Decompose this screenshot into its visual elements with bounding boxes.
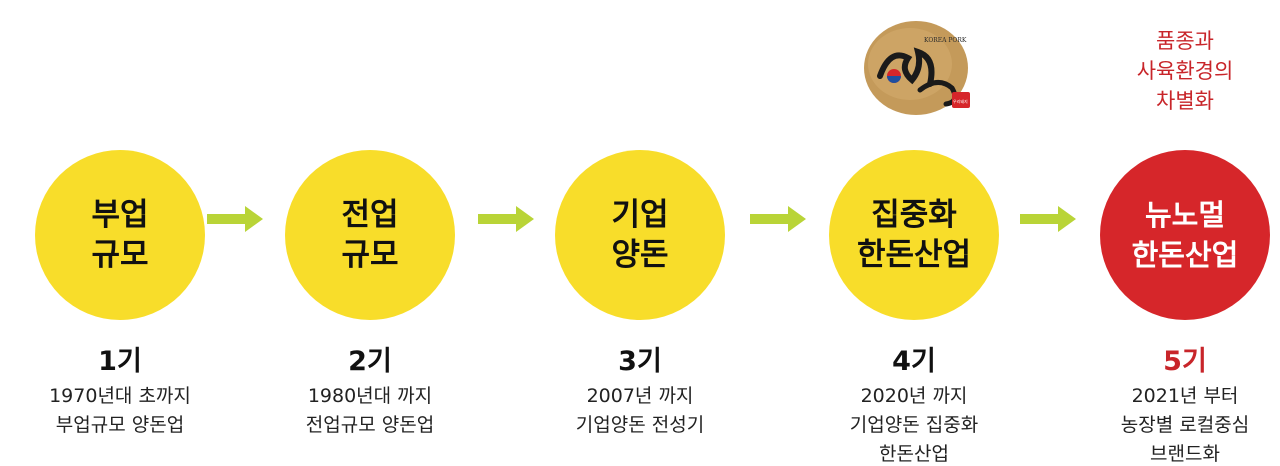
circle-label: 양돈 — [611, 237, 669, 273]
arrow-right-icon — [478, 206, 534, 232]
arrow-right-icon — [207, 206, 263, 232]
note-line: 사육환경의 — [1136, 59, 1234, 83]
step-circle: 집중화 한돈산업 — [829, 150, 999, 320]
generation-label: 3기 — [618, 346, 662, 377]
note-line: 차별화 — [1156, 89, 1214, 113]
desc-line: 2007년 까지 — [586, 385, 694, 407]
step-description: 2007년 까지 기업양돈 전성기 — [576, 382, 704, 440]
step-4: 집중화 한돈산업 4기 2020년 까지 기업양돈 집중화 한돈산업 — [814, 150, 1014, 466]
step-circle: 전업 규모 — [285, 150, 455, 320]
step-description: 1980년대 까지 전업규모 양돈업 — [306, 382, 434, 440]
circle-label: 집중화 — [871, 197, 957, 233]
step-circle: 부업 규모 — [35, 150, 205, 320]
circle-label: 규모 — [341, 237, 399, 273]
circle-label: 기업 — [611, 197, 669, 233]
desc-line: 2020년 까지 — [860, 385, 968, 407]
circle-label: 한돈산업 — [1131, 238, 1239, 272]
generation-label: 5기 — [1163, 346, 1207, 377]
desc-line: 기업양돈 전성기 — [575, 414, 705, 436]
differentiation-note: 품종과 사육환경의 차별화 — [1110, 26, 1260, 116]
desc-line: 1970년대 초까지 — [49, 385, 191, 407]
desc-line: 한돈산업 — [879, 443, 949, 465]
desc-line: 브랜드화 — [1150, 443, 1220, 465]
step-3: 기업 양돈 3기 2007년 까지 기업양돈 전성기 — [540, 150, 740, 440]
desc-line: 부업규모 양돈업 — [55, 414, 185, 436]
step-5: 뉴노멀 한돈산업 5기 2021년 부터 농장별 로컬중심 브랜드화 — [1085, 150, 1280, 466]
circle-label: 규모 — [91, 237, 149, 273]
desc-line: 2021년 부터 — [1131, 385, 1239, 407]
logo-en-text: KOREA PORK — [924, 37, 967, 44]
step-description: 1970년대 초까지 부업규모 양돈업 — [49, 382, 191, 440]
desc-line: 농장별 로컬중심 — [1120, 414, 1250, 436]
circle-label: 전업 — [341, 197, 399, 233]
desc-line: 1980년대 까지 — [307, 385, 433, 407]
step-description: 2021년 부터 농장별 로컬중심 브랜드화 — [1121, 382, 1249, 466]
desc-line: 전업규모 양돈업 — [305, 414, 435, 436]
desc-line: 기업양돈 집중화 — [849, 414, 979, 436]
step-description: 2020년 까지 기업양돈 집중화 한돈산업 — [850, 382, 978, 466]
logo-badge-text: 우리돼지 — [953, 98, 968, 104]
hanDon-logo: KOREA PORK 우리돼지 — [864, 21, 970, 115]
step-2: 전업 규모 2기 1980년대 까지 전업규모 양돈업 — [270, 150, 470, 440]
step-circle: 기업 양돈 — [555, 150, 725, 320]
generation-label: 2기 — [348, 346, 392, 377]
generation-label: 4기 — [892, 346, 936, 377]
arrow-right-icon — [1020, 206, 1076, 232]
step-circle: 뉴노멀 한돈산업 — [1100, 150, 1270, 320]
note-line: 품종과 — [1156, 29, 1214, 53]
arrow-right-icon — [750, 206, 806, 232]
step-1: 부업 규모 1기 1970년대 초까지 부업규모 양돈업 — [20, 150, 220, 440]
generation-label: 1기 — [98, 346, 142, 377]
circle-label: 부업 — [91, 197, 149, 233]
circle-label: 한돈산업 — [856, 237, 972, 273]
circle-label: 뉴노멀 — [1144, 198, 1226, 232]
